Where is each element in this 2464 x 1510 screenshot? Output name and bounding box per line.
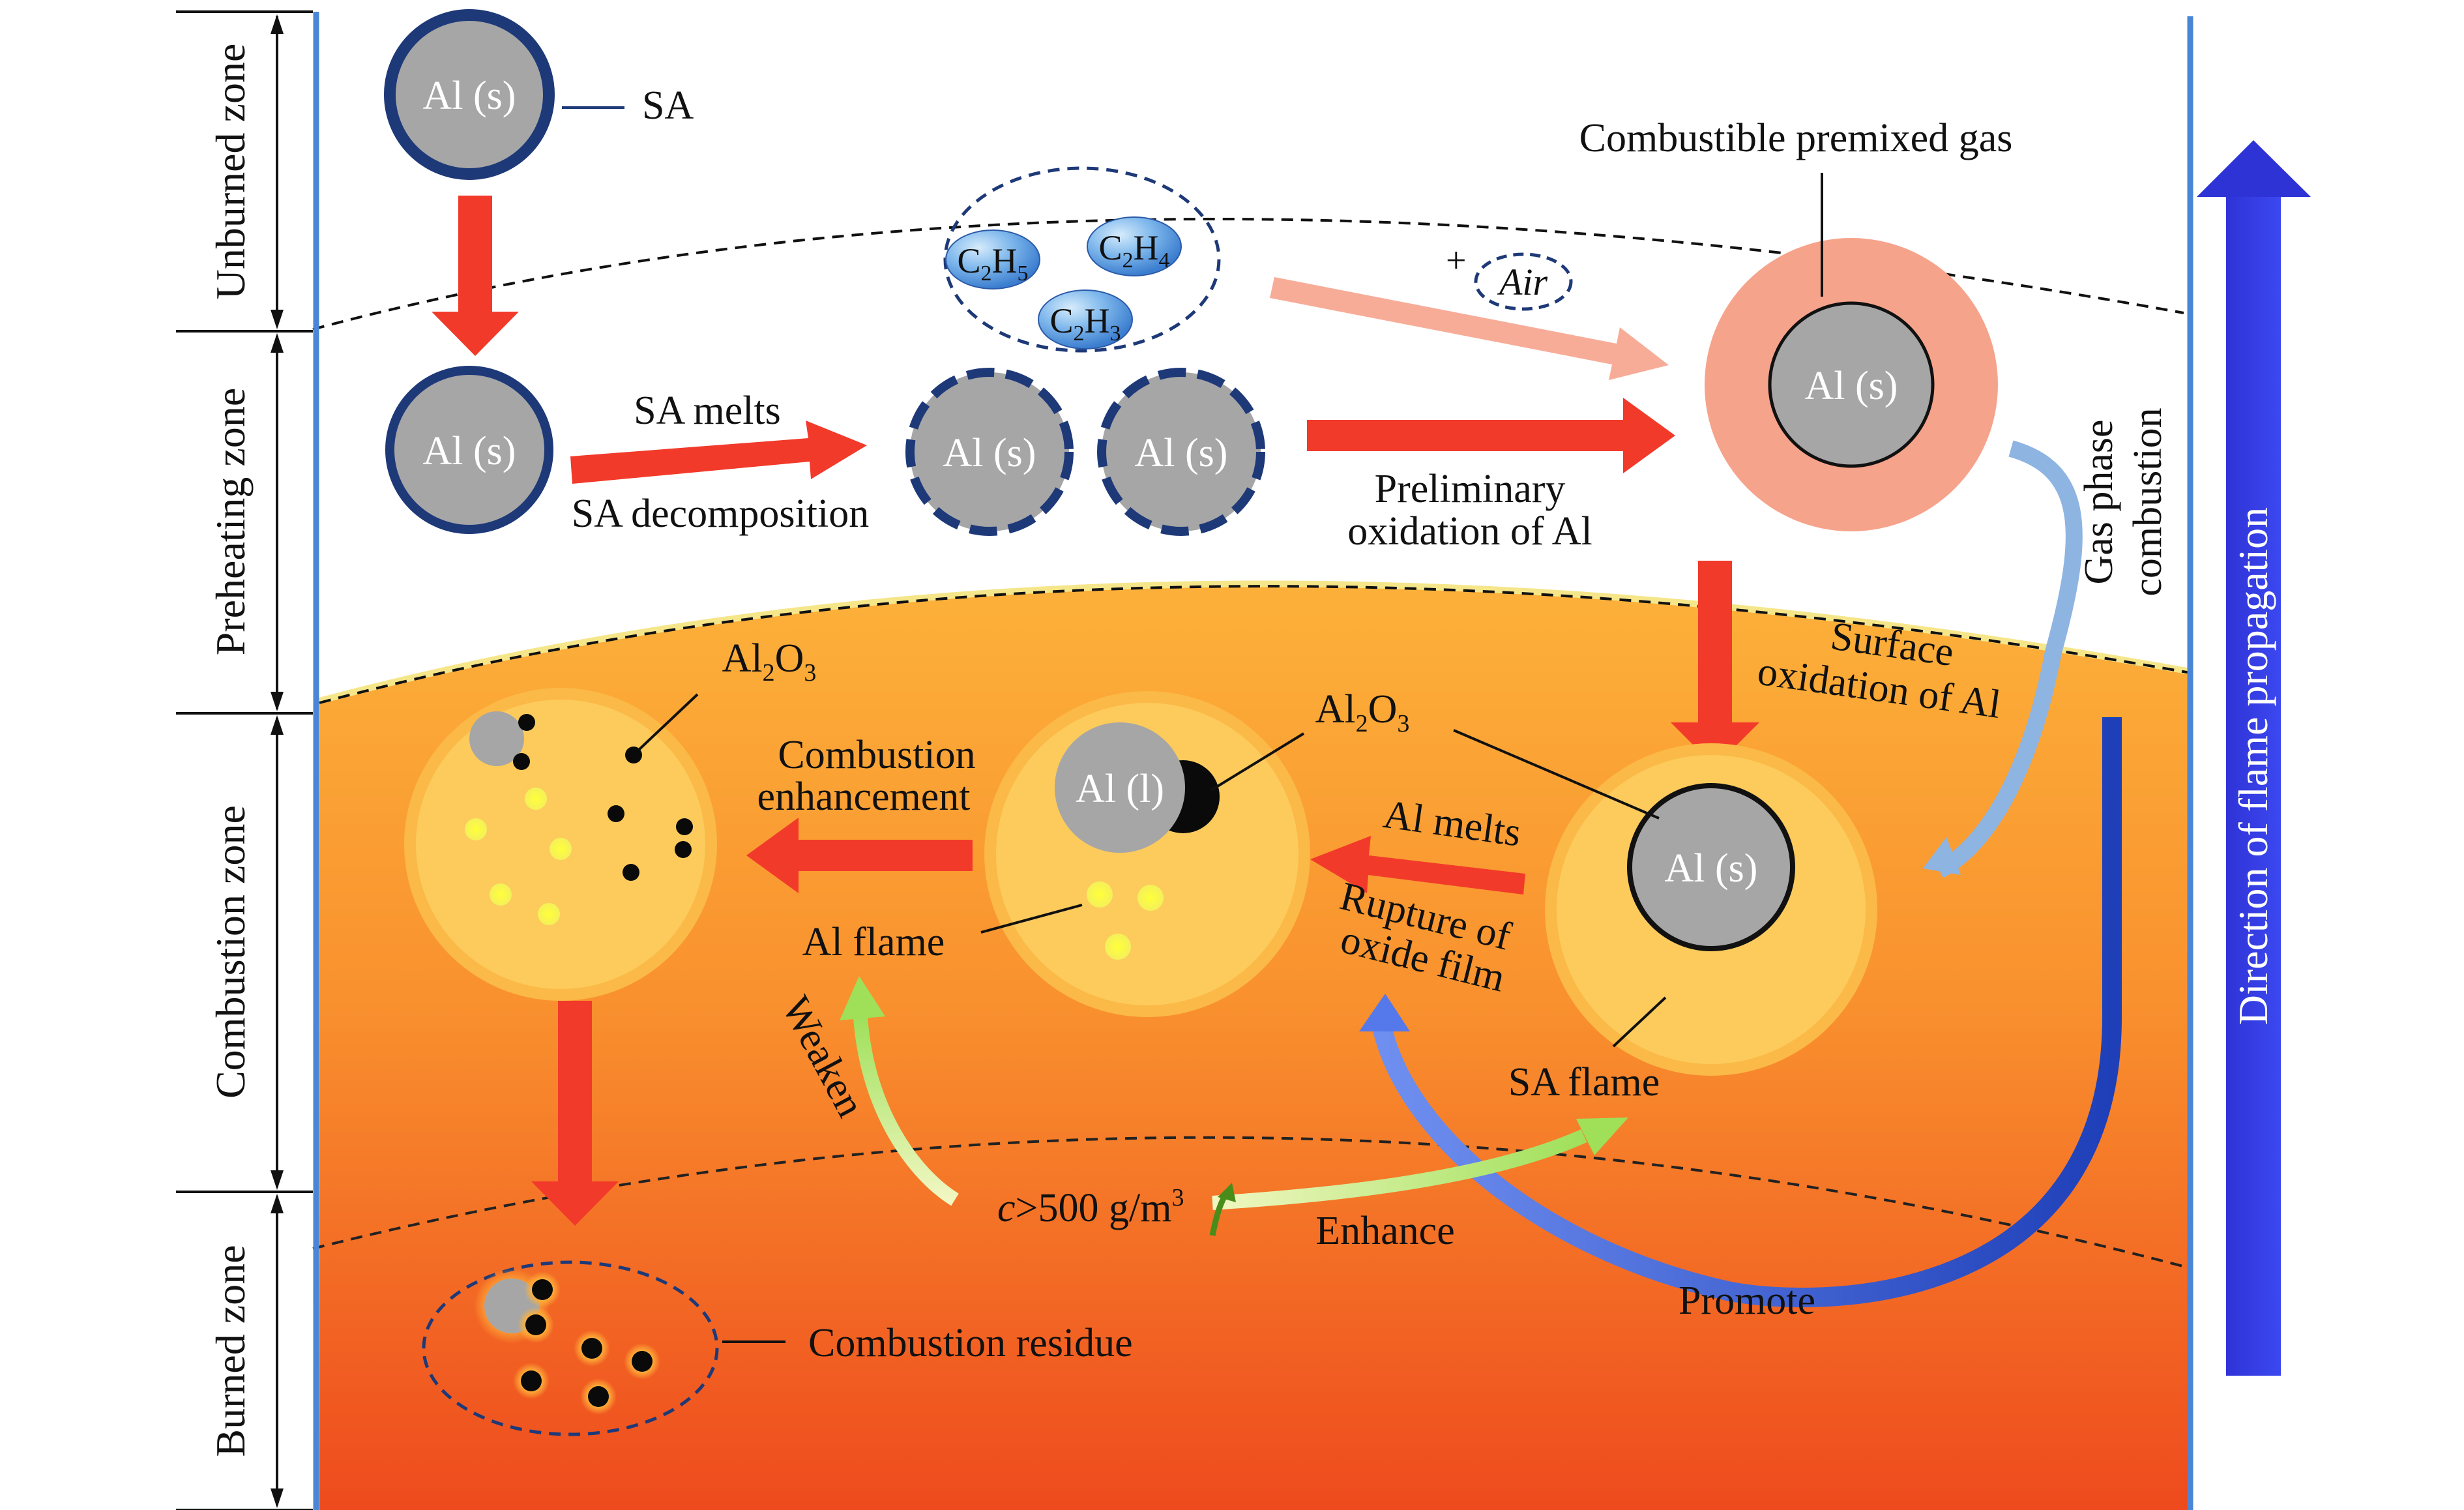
svg-text:Al (l): Al (l) <box>1076 767 1164 811</box>
particle-al2o3-product <box>404 688 717 1001</box>
boundary-combustion <box>319 585 2191 704</box>
particle-preheat: Al (s) <box>385 366 553 534</box>
enhance-label: Enhance <box>1315 1209 1454 1253</box>
molecule-c2h4: C2H4 <box>1087 216 1182 276</box>
sa-label: SA <box>642 83 694 128</box>
plus-sign: + <box>1446 241 1467 281</box>
arrow-down-burned <box>531 1001 619 1226</box>
preliminary-label-2: oxidation of Al <box>1347 509 1592 554</box>
svg-text:Al (s): Al (s) <box>1805 364 1898 408</box>
arrow-promote <box>1372 717 2122 1308</box>
particle-al-liquid: Al (l) <box>984 691 1310 1017</box>
arrow-combustion-enhancement <box>746 818 973 893</box>
boundary-burned <box>312 1136 2191 1269</box>
sa-decomposition-label: SA decomposition <box>572 492 869 536</box>
preliminary-label-1: Preliminary <box>1375 467 1566 511</box>
al-flame-label: Al flame <box>802 920 945 964</box>
arrow-down-preheat <box>432 196 519 356</box>
flame-direction-arrow <box>2197 140 2311 1376</box>
particle-decomposing-1: Al (s) <box>905 368 1074 536</box>
zone-label-unburned: Unburned zone <box>207 44 254 300</box>
svg-text:C2H3: C2H3 <box>1049 301 1121 346</box>
residue-label: Combustion residue <box>808 1321 1133 1365</box>
residue-boundary <box>422 1260 719 1436</box>
molecule-c2h5: C2H5 <box>945 229 1040 289</box>
zone-label-combustion: Combustion zone <box>207 805 254 1099</box>
gas-phase-label-1: Gas phase <box>2077 419 2121 584</box>
particle-sa-flame: Al (s) <box>1545 743 1877 1076</box>
combustion-residue-particles <box>474 1268 660 1415</box>
combustible-gas-label: Combustible premixed gas <box>1579 116 2013 160</box>
arrow-preliminary-oxidation <box>1307 398 1675 473</box>
arrow-sa-melts <box>570 421 867 484</box>
svg-text:Al (s): Al (s) <box>423 74 516 118</box>
zone-label-burned: Burned zone <box>207 1245 254 1457</box>
air-label: Air <box>1497 261 1548 303</box>
particle-decomposing-2: Al (s) <box>1097 368 1265 536</box>
combustion-enh-label-1: Combustion <box>778 733 975 777</box>
arrow-al-melts <box>1310 836 1525 895</box>
concentration-label: c>500 g/m3 <box>997 1184 1184 1230</box>
increase-arrow-icon <box>1209 1183 1236 1236</box>
sa-melts-label: SA melts <box>634 389 781 433</box>
combustion-enh-label-2: enhancement <box>757 775 970 819</box>
promote-label: Promote <box>1679 1279 1815 1323</box>
arrow-enhance <box>1212 1129 1587 1210</box>
svg-text:Al (s): Al (s) <box>423 429 516 473</box>
arrow-weaken <box>853 1016 959 1206</box>
air-bubble <box>1474 252 1573 311</box>
svg-text:Al (s): Al (s) <box>943 431 1036 475</box>
svg-text:Al (s): Al (s) <box>1135 431 1228 475</box>
svg-text:C2H5: C2H5 <box>957 241 1028 286</box>
direction-label: Direction of flame propagation <box>2230 507 2276 1025</box>
particle-oxidized: Al (s) <box>1768 301 1935 468</box>
arrow-to-premixed-gas <box>1270 277 1669 380</box>
zone-label-preheating: Preheating zone <box>207 388 254 656</box>
al2o3-label-mid: Al2O3 <box>1315 687 1410 737</box>
svg-text:C2H4: C2H4 <box>1098 228 1169 273</box>
gas-phase-label-2: combustion <box>2126 407 2170 596</box>
sa-coated-particle: Al (s) <box>384 9 555 180</box>
zone-ruler <box>176 10 313 1510</box>
svg-text:Al (s): Al (s) <box>1665 846 1758 891</box>
al2o3-label-left: Al2O3 <box>722 636 817 687</box>
arrow-gas-phase-combustion <box>1935 440 2083 878</box>
sa-flame-label: SA flame <box>1508 1060 1660 1104</box>
molecule-c2h3: C2H3 <box>1038 289 1133 349</box>
